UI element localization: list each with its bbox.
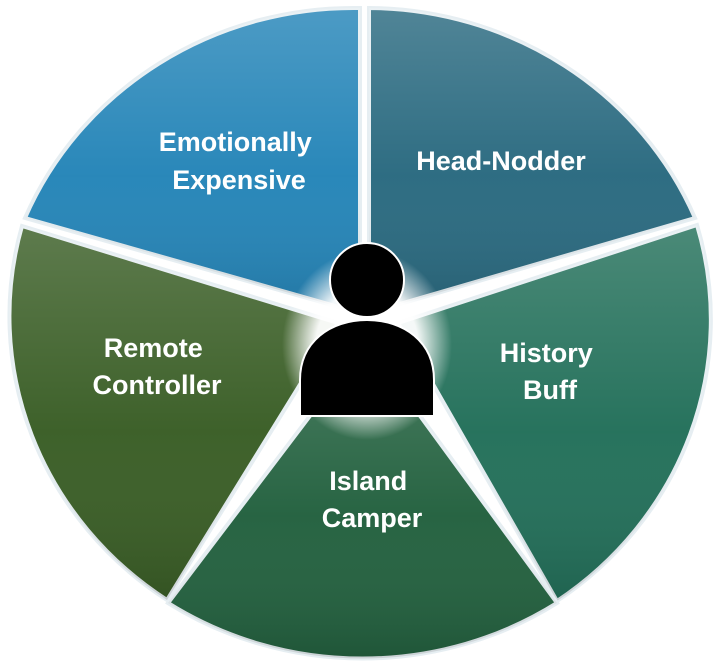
segment-label: Emotionally Expensive [159,127,320,195]
segment-label: Remote Controller [92,333,221,400]
segment-label: History Buff [500,338,601,405]
segment-head-nodder: Head-Nodder [367,5,698,316]
segment-emotionally-expensive: Emotionally Expensive [22,5,362,316]
segment-label: Island Camper [322,466,423,533]
segment-island-camper: Island Camper [165,338,560,661]
segment-label: Head-Nodder [416,146,586,176]
person-icon [282,242,452,440]
segment-remote-controller: Remote Controller [7,223,342,603]
segment-history-buff: History Buff [395,222,713,604]
